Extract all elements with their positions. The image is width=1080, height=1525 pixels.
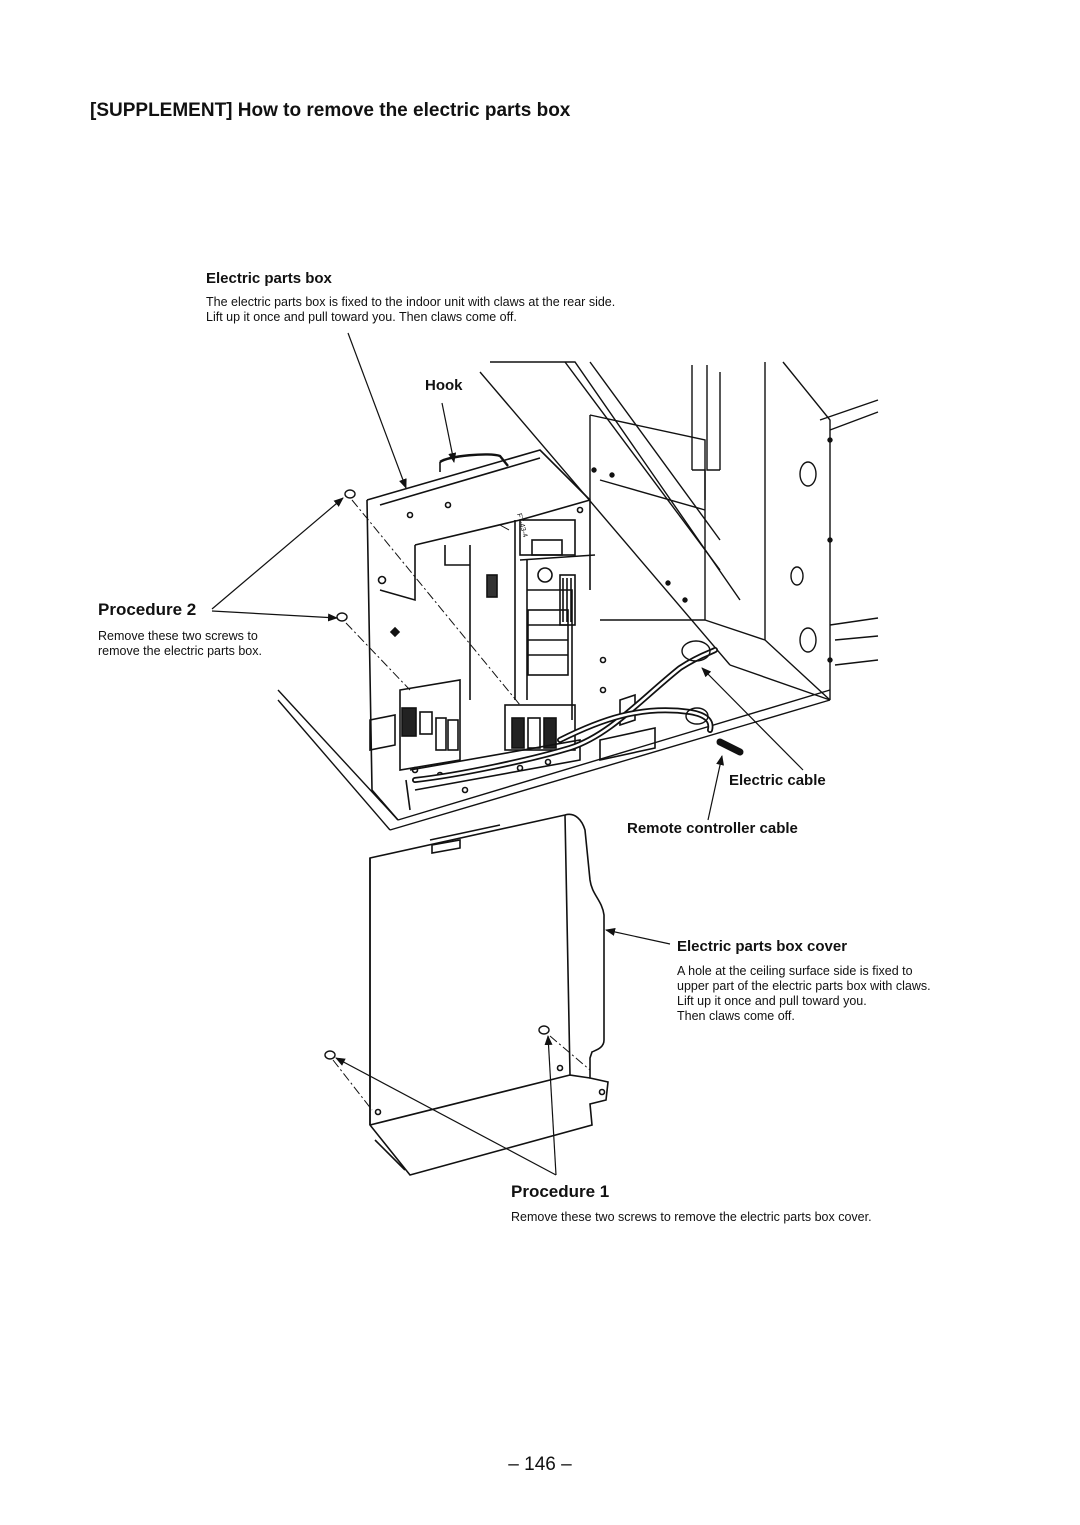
procedure-2-label: Procedure 2 xyxy=(98,600,197,619)
cover-desc-line2: upper part of the electric parts box wit… xyxy=(677,979,931,993)
page-number: – 146 – xyxy=(508,1454,572,1475)
cover-desc-line1: A hole at the ceiling surface side is fi… xyxy=(677,964,913,978)
screw-icon xyxy=(538,1025,550,1035)
screw-icon xyxy=(324,1050,336,1060)
screw-icon xyxy=(336,612,348,622)
electric-parts-box-desc-line2: Lift up it once and pull toward you. The… xyxy=(206,310,517,324)
electric-parts-box-cover-label: Electric parts box cover xyxy=(677,938,848,955)
electric-cable-label: Electric cable xyxy=(729,772,826,789)
procedure-2-desc-line1: Remove these two screws to xyxy=(98,629,258,643)
figure-code: FT-43-4 xyxy=(515,513,528,539)
electric-parts-box-cover xyxy=(369,813,609,1176)
cover-desc-line4: Then claws come off. xyxy=(677,1009,795,1023)
indoor-unit-frame xyxy=(277,361,879,831)
cover-desc-line3: Lift up it once and pull toward you. xyxy=(677,994,867,1008)
electric-parts-box xyxy=(366,449,656,821)
remote-controller-cable-label: Remote controller cable xyxy=(627,820,798,837)
procedure-1-desc: Remove these two screws to remove the el… xyxy=(511,1210,872,1224)
procedure-2-desc-line2: remove the electric parts box. xyxy=(98,644,262,658)
screw-icon xyxy=(344,489,356,499)
screws xyxy=(324,489,550,1060)
leader-arrows xyxy=(211,332,804,1176)
cables xyxy=(412,640,744,783)
electric-parts-box-label: Electric parts box xyxy=(206,270,332,287)
guide-lines xyxy=(332,499,591,1111)
procedure-1-label: Procedure 1 xyxy=(511,1182,610,1201)
hook-label: Hook xyxy=(425,377,463,394)
electric-parts-box-desc-line1: The electric parts box is fixed to the i… xyxy=(206,295,616,309)
page-title: [SUPPLEMENT] How to remove the electric … xyxy=(90,100,571,121)
